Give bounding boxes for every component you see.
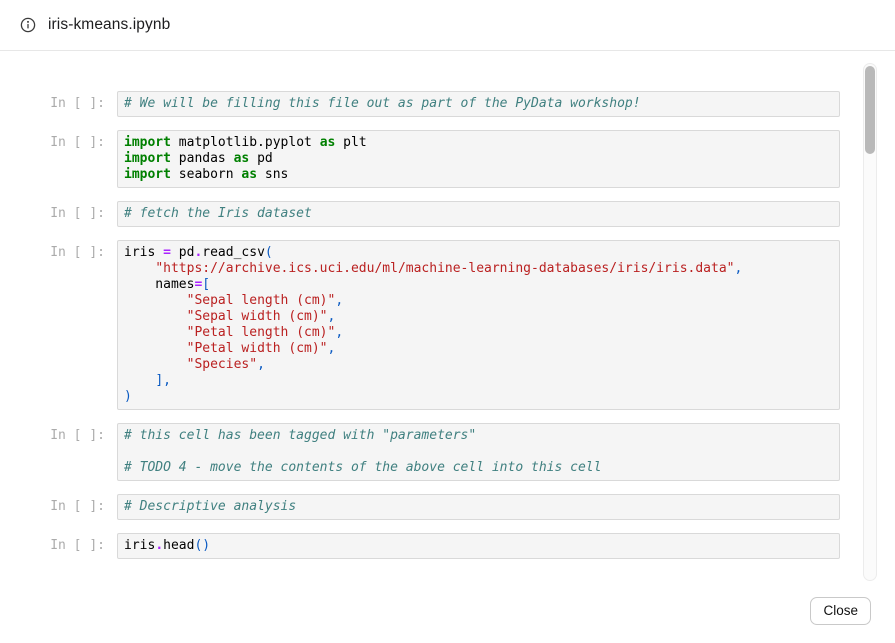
cell-prompt: In [ ]:: [50, 135, 105, 150]
notebook-cell: In [ ]: iris.head(): [0, 533, 840, 559]
close-button[interactable]: Close: [810, 597, 871, 625]
notebook-viewport: In [ ]: # We will be filling this file ou…: [0, 51, 895, 591]
cell-prompt: In [ ]:: [50, 96, 105, 111]
notebook-cell: In [ ]: iris = pd.read_csv( "https://arch…: [0, 240, 840, 410]
cell-prompt: In [ ]:: [50, 538, 105, 553]
modal-header: iris-kmeans.ipynb: [0, 0, 895, 51]
notebook-cell: In [ ]: # We will be filling this file ou…: [0, 91, 840, 117]
cell-code: # this cell has been tagged with "parame…: [117, 423, 840, 481]
info-icon: [20, 17, 36, 33]
cell-code: iris.head(): [117, 533, 840, 559]
cell-list: In [ ]: # We will be filling this file ou…: [0, 51, 895, 559]
cell-code: import matplotlib.pyplot as plt import p…: [117, 130, 840, 188]
cell-code: iris = pd.read_csv( "https://archive.ics…: [117, 240, 840, 410]
cell-code: # Descriptive analysis: [117, 494, 840, 520]
cell-prompt: In [ ]:: [50, 206, 105, 221]
scrollbar-track[interactable]: [863, 63, 877, 581]
cell-prompt: In [ ]:: [50, 245, 105, 260]
cell-code: # We will be filling this file out as pa…: [117, 91, 840, 117]
notebook-cell: In [ ]: # Descriptive analysis: [0, 494, 840, 520]
file-title: iris-kmeans.ipynb: [48, 16, 171, 33]
notebook-cell: In [ ]: # fetch the Iris dataset: [0, 201, 840, 227]
modal-footer: Close: [810, 597, 871, 625]
cell-prompt: In [ ]:: [50, 499, 105, 514]
notebook-cell: In [ ]: import matplotlib.pyplot as plt i…: [0, 130, 840, 188]
cell-prompt: In [ ]:: [50, 428, 105, 443]
scrollbar-thumb[interactable]: [865, 66, 875, 154]
notebook-cell: In [ ]: # this cell has been tagged with …: [0, 423, 840, 481]
cell-code: # fetch the Iris dataset: [117, 201, 840, 227]
